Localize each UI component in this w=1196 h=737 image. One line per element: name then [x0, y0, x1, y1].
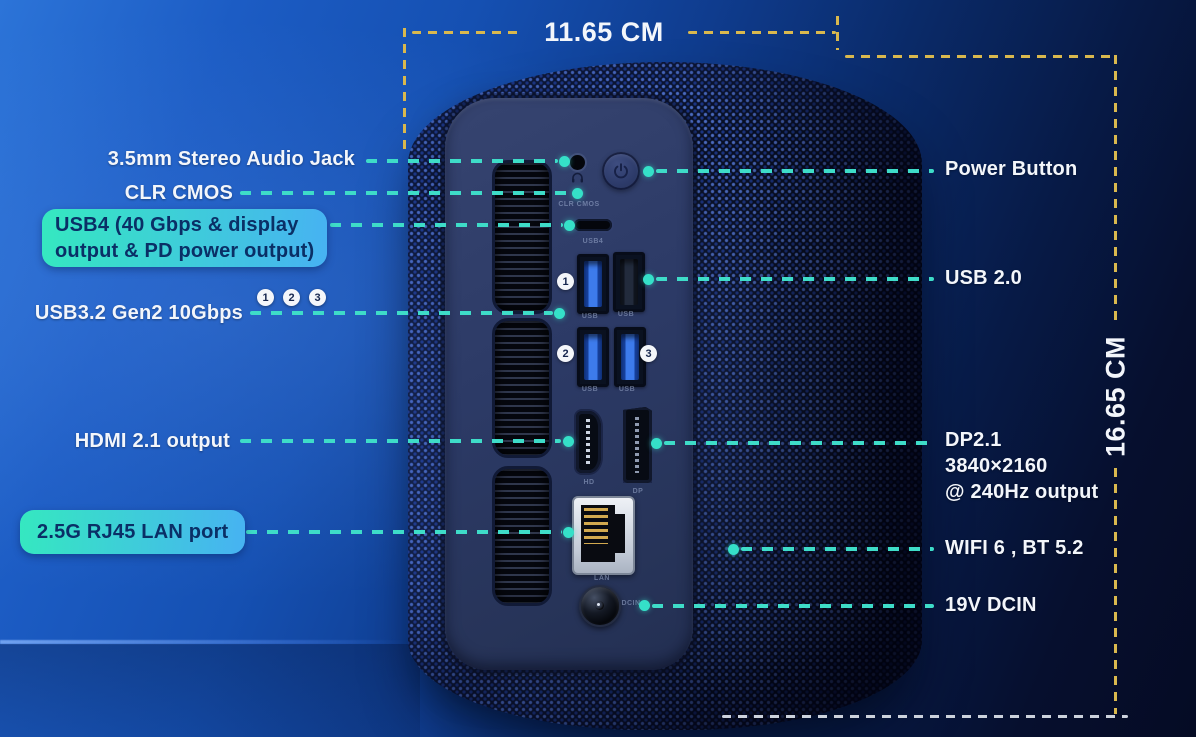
height-dim-line-vertical-upper: [1114, 55, 1117, 321]
callout-dot-lan: [563, 527, 574, 538]
callout-dot-power: [643, 166, 654, 177]
rj45-lan-port: [572, 496, 635, 575]
callout-line-dcin: [652, 604, 934, 608]
hdmi-port: [576, 411, 601, 473]
audio-jack-port: [570, 155, 585, 170]
label-usb20: USB 2.0: [945, 267, 1022, 289]
callout-dot-usb4: [564, 220, 575, 231]
label-wifi-bt: WIFI 6 , BT 5.2: [945, 537, 1084, 559]
usb32-badge-2: 2: [283, 289, 300, 306]
usb4-label-line2: output & PD power output): [55, 240, 315, 262]
headphone-icon: [572, 172, 583, 183]
callout-line-power: [656, 169, 934, 173]
callout-line-usb20: [656, 277, 934, 281]
width-dim-tick-left: [403, 28, 406, 154]
port-number-badge-3: 3: [640, 345, 657, 362]
callout-line-hdmi: [240, 439, 561, 443]
displayport-port: [623, 407, 652, 483]
cmos-micro-label: CLR CMOS: [558, 201, 600, 208]
hdmi-micro-label: HD: [583, 479, 595, 486]
dc-power-jack: [579, 585, 621, 627]
callout-dot-usb20: [643, 274, 654, 285]
usb4-label-line1: USB4 (40 Gbps & display: [55, 214, 299, 236]
callout-dot-dp: [651, 438, 662, 449]
height-dim-line-top: [845, 55, 1113, 58]
height-dimension-label: 16.65 CM: [1100, 335, 1131, 458]
usb4-type-c-port: [574, 219, 612, 231]
label-power-button: Power Button: [945, 158, 1078, 180]
callout-dot-dcin: [639, 600, 650, 611]
dp-label-line3: @ 240Hz output: [945, 481, 1099, 503]
callout-dot-wifi: [728, 544, 739, 555]
label-usb4-highlight: USB4 (40 Gbps & display output & PD powe…: [42, 209, 328, 267]
label-dp-block: DP2.1 3840×2160 @ 240Hz output: [945, 427, 1098, 505]
usb-micro-label: USB: [581, 386, 599, 393]
usb4-micro-label: USB4: [582, 238, 604, 245]
dp-label-line1: DP2.1: [945, 429, 1002, 451]
callout-dot-cmos: [572, 188, 583, 199]
background-floor-shade: [0, 644, 420, 737]
height-dim-line-bottom: [722, 715, 1128, 718]
callout-dot-usb32: [554, 308, 565, 319]
usb3-port-2: [577, 327, 609, 387]
height-dim-line-vertical-lower: [1114, 468, 1117, 714]
width-dimension-label: 11.65 CM: [544, 17, 664, 47]
callout-dot-hdmi: [563, 436, 574, 447]
callout-line-wifi: [741, 547, 934, 551]
label-dcin: 19V DCIN: [945, 594, 1037, 616]
label-hdmi: HDMI 2.1 output: [74, 430, 230, 452]
usb2-port: [613, 252, 645, 312]
label-clr-cmos: CLR CMOS: [124, 182, 233, 204]
usb3-port-1: [577, 254, 609, 314]
vent-grille-middle: [492, 318, 552, 458]
dcin-micro-label: DCIN: [621, 600, 641, 607]
usb32-badge-1: 1: [257, 289, 274, 306]
port-number-badge-2: 2: [557, 345, 574, 362]
port-number-badge-1: 1: [557, 273, 574, 290]
label-lan-highlight: 2.5G RJ45 LAN port: [20, 510, 246, 554]
background-floor-edge: [0, 640, 410, 644]
power-button: [602, 152, 640, 190]
callout-line-audio: [366, 159, 558, 163]
usb-micro-label: USB: [617, 311, 635, 318]
callout-line-lan: [246, 530, 562, 534]
lan-micro-label: LAN: [594, 575, 610, 582]
vent-grille-bottom: [492, 466, 552, 606]
rear-port-panel: [445, 98, 693, 670]
dp-label-line2: 3840×2160: [945, 455, 1048, 477]
label-audio-jack: 3.5mm Stereo Audio Jack: [107, 148, 355, 170]
width-dim-line-left: [412, 31, 522, 34]
usb-micro-label: USB: [581, 313, 599, 320]
width-dim-tick-right: [836, 16, 839, 50]
callout-line-usb4: [330, 223, 563, 227]
callout-line-usb32: [250, 311, 553, 315]
dp-micro-label: DP: [632, 488, 644, 495]
callout-line-dp: [664, 441, 934, 445]
power-icon: [614, 163, 628, 179]
vent-grille-top: [492, 160, 552, 314]
usb-micro-label: USB: [618, 386, 636, 393]
usb32-badge-3: 3: [309, 289, 326, 306]
callout-line-cmos: [240, 191, 570, 195]
width-dim-line-right: [688, 31, 836, 34]
label-usb32: USB3.2 Gen2 10Gbps: [34, 302, 243, 324]
callout-dot-audio: [559, 156, 570, 167]
